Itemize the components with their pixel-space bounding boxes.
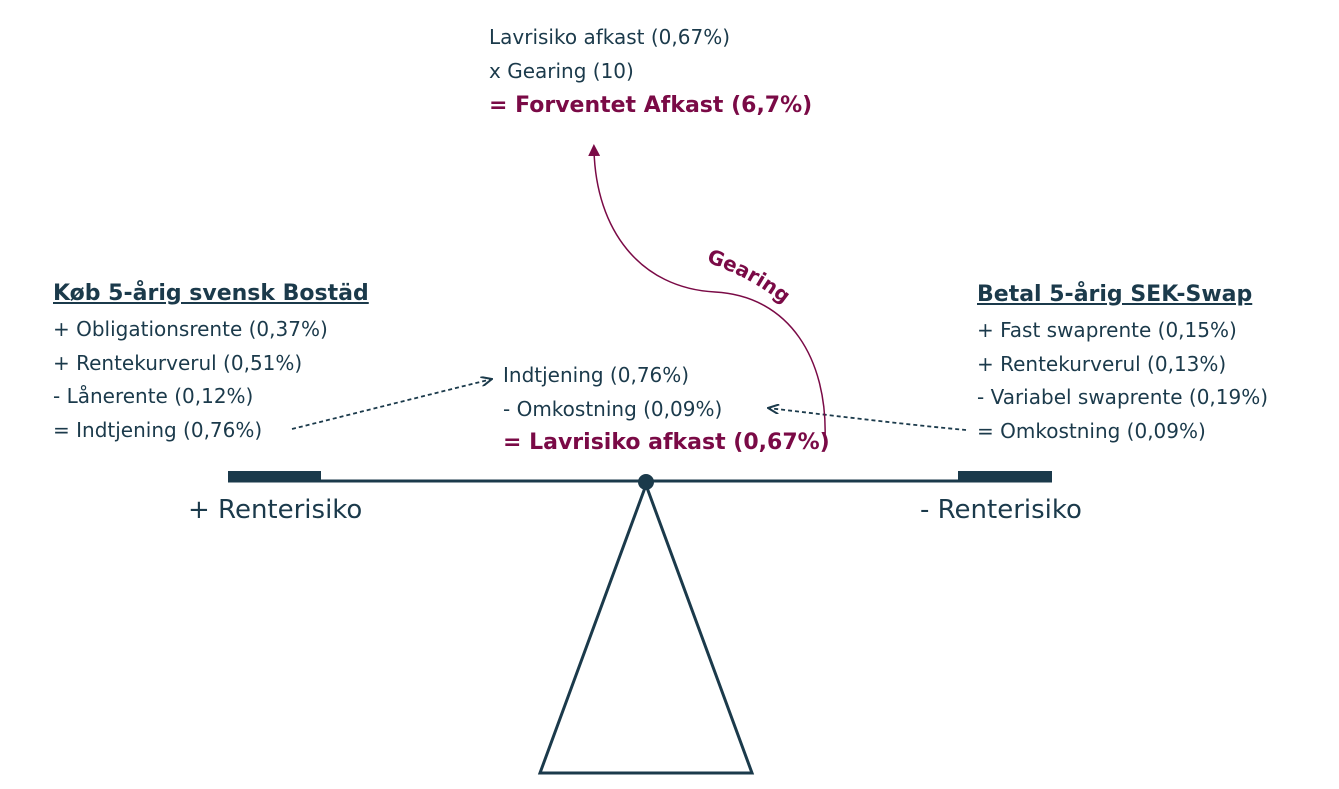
right-item: = Omkostning (0,09%) xyxy=(977,419,1206,443)
top-gearing-line: x Gearing (10) xyxy=(489,59,634,83)
pivot-dot xyxy=(638,474,654,490)
fulcrum-triangle xyxy=(537,480,755,775)
right-title: Betal 5-årig SEK-Swap xyxy=(977,282,1253,307)
left-item: + Rentekurverul (0,51%) xyxy=(53,351,303,375)
left-title: Køb 5-årig svensk Bostäd xyxy=(53,281,369,306)
right-dashed-arrow xyxy=(768,408,967,431)
left-item: + Obligationsrente (0,37%) xyxy=(53,317,328,341)
left-risk-label: + Renterisiko xyxy=(188,495,363,525)
top-lavrisiko-line: Lavrisiko afkast (0,67%) xyxy=(489,25,730,49)
gearing-curved-arrow xyxy=(588,144,826,441)
left-dashed-arrow xyxy=(291,379,492,430)
right-weight-plate xyxy=(958,471,1052,482)
top-expected-return: = Forventet Afkast (6,7%) xyxy=(489,93,813,118)
left-item: = Indtjening (0,76%) xyxy=(53,418,263,442)
center-income-line: Indtjening (0,76%) xyxy=(503,363,690,387)
left-item: - Lånerente (0,12%) xyxy=(53,384,254,408)
center-lowrisk-return: = Lavrisiko afkast (0,67%) xyxy=(503,430,830,455)
right-item: + Rentekurverul (0,13%) xyxy=(977,352,1227,376)
right-item: - Variabel swaprente (0,19%) xyxy=(977,385,1269,409)
right-risk-label: - Renterisiko xyxy=(920,495,1082,525)
center-cost-line: - Omkostning (0,09%) xyxy=(503,397,723,421)
right-item: + Fast swaprente (0,15%) xyxy=(977,318,1237,342)
left-weight-plate xyxy=(228,471,321,482)
